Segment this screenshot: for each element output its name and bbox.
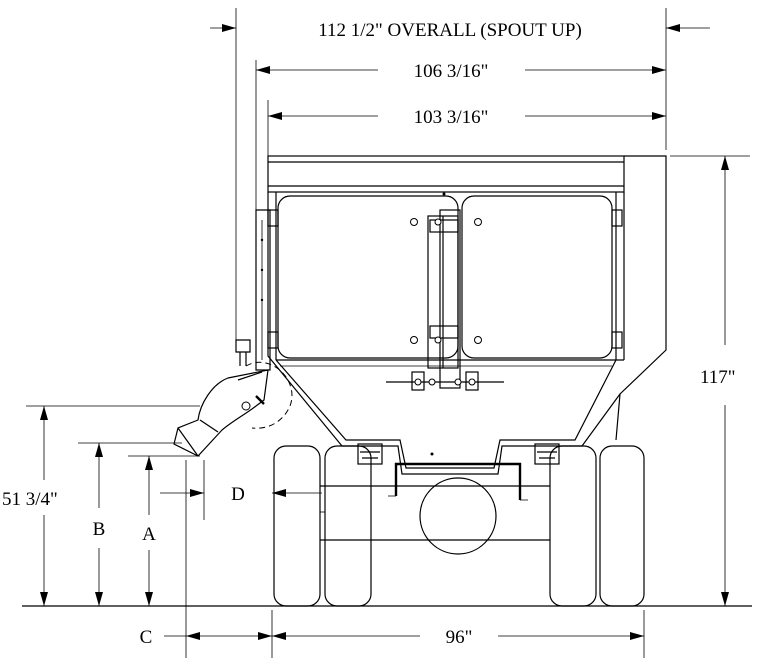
- overall-width-label: 112 1/2" OVERALL (SPOUT UP): [318, 20, 582, 41]
- inner-width-label: 103 3/16": [414, 107, 489, 128]
- dimension-lines: [22, 8, 752, 658]
- hopper-body: [267, 155, 667, 475]
- dim-b-label: B: [93, 519, 106, 540]
- outer-width-label: 106 3/16": [414, 61, 489, 82]
- dimension-labels: 112 1/2" OVERALL (SPOUT UP) 106 3/16" 10…: [2, 20, 736, 648]
- dim-c-label: C: [140, 627, 153, 648]
- spout-height-label: 51 3/4": [2, 489, 58, 510]
- dim-d-label: D: [231, 484, 245, 505]
- overall-height-label: 117": [700, 367, 736, 388]
- auger-spout: [173, 209, 293, 457]
- dim-a-label: A: [142, 524, 156, 545]
- track-width-label: 96": [446, 627, 473, 648]
